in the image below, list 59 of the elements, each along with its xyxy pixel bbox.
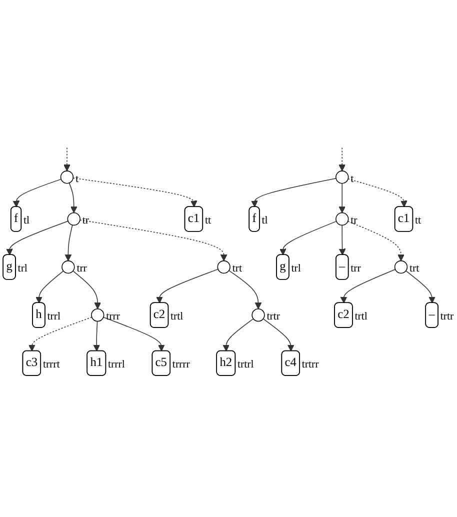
arrow xyxy=(93,320,100,352)
node-caption: t xyxy=(76,172,79,185)
arrow xyxy=(68,182,78,214)
arrow xyxy=(348,178,408,208)
arrow xyxy=(28,316,92,352)
node-caption: trr xyxy=(350,262,361,275)
arrow xyxy=(12,178,62,208)
node-caption: tl xyxy=(262,214,268,227)
node-caption: tr xyxy=(350,214,358,227)
node-caption: trtl xyxy=(354,310,368,323)
arrow xyxy=(64,224,73,262)
arrow xyxy=(72,270,102,310)
node-caption: trl xyxy=(291,262,301,275)
node-caption: trl xyxy=(18,262,28,275)
node-caption: tr xyxy=(82,214,89,227)
arrow xyxy=(103,316,165,352)
arrow xyxy=(156,268,218,304)
arrow xyxy=(80,220,228,262)
node-caption: trrrr xyxy=(172,358,190,371)
node-caption: tl xyxy=(24,214,30,227)
arrow xyxy=(340,269,396,304)
node-caption: trtl xyxy=(170,310,184,323)
arrow xyxy=(36,270,64,304)
node-circle xyxy=(217,260,230,274)
node-circle xyxy=(252,308,265,322)
node-circle xyxy=(336,212,349,226)
node-caption: trrrl xyxy=(108,358,125,371)
node-caption: trtr xyxy=(440,310,454,323)
arrow xyxy=(251,178,336,208)
node-caption: trrl xyxy=(47,310,60,323)
node-circle xyxy=(336,170,349,184)
arrow xyxy=(262,318,294,352)
node-caption: trt xyxy=(410,262,420,275)
node-caption: trtrl xyxy=(238,358,254,371)
arrow xyxy=(347,220,404,262)
arrow xyxy=(338,182,346,214)
node-caption: tt xyxy=(204,214,211,227)
node-caption: t xyxy=(350,172,354,185)
node-circle xyxy=(67,212,80,226)
node-circle xyxy=(60,170,74,184)
node-caption: trrr xyxy=(106,310,120,323)
arrow xyxy=(228,270,262,310)
arrow xyxy=(280,220,337,256)
node-caption: trr xyxy=(76,262,87,275)
node-circle xyxy=(62,260,75,274)
node-caption: trtrr xyxy=(302,358,319,371)
arrow xyxy=(6,220,68,256)
node-caption: trtr xyxy=(266,310,280,323)
arrow xyxy=(338,147,346,172)
node-circle xyxy=(394,260,408,274)
arrow xyxy=(338,224,346,256)
arrow xyxy=(64,147,70,172)
node-circle xyxy=(91,308,104,322)
arrow xyxy=(222,318,254,352)
node-caption: trrrt xyxy=(42,358,60,371)
arrow xyxy=(406,270,436,304)
node-caption: trt xyxy=(232,262,242,275)
node-caption: tt xyxy=(415,214,422,227)
arrow xyxy=(72,178,198,208)
